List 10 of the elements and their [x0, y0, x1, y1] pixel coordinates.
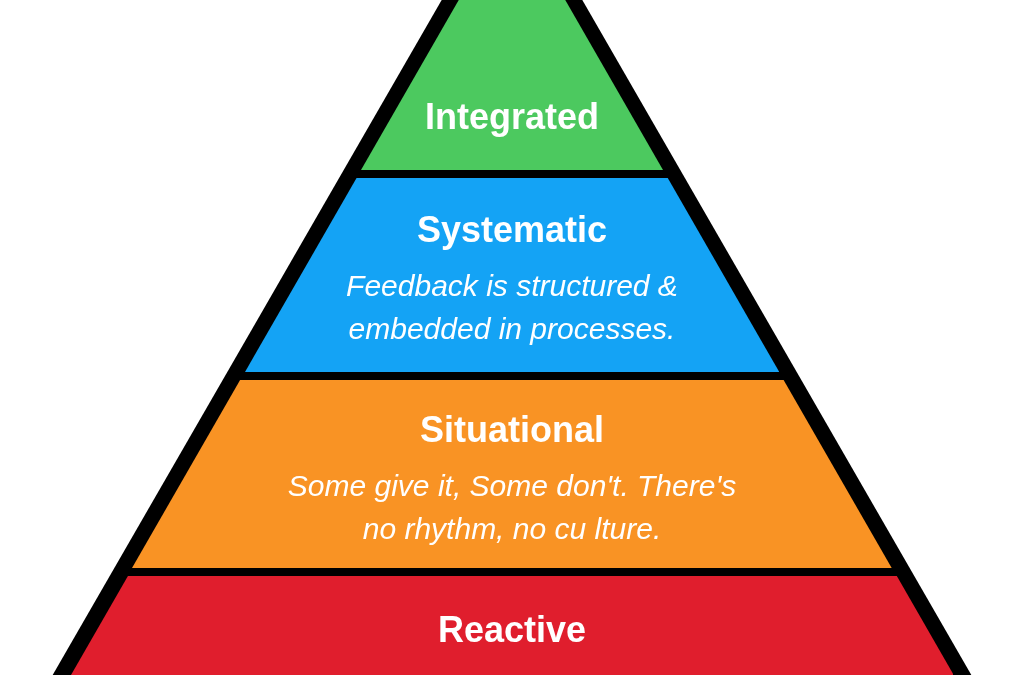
- tier-description: Feedback is structured & embedded in processes.: [345, 268, 679, 347]
- tier-title: Systematic: [416, 208, 608, 252]
- pyramid-tier: [132, 380, 892, 568]
- tier-description: Some give it, Some don't. There's no rhythm, no cu lture.: [286, 468, 738, 547]
- pyramid-tier: [244, 178, 780, 372]
- pyramid-tier: [361, 0, 663, 170]
- tier-title: Situational: [419, 408, 604, 452]
- pyramid-tier: [70, 576, 954, 675]
- tier-title: Reactive: [437, 608, 587, 652]
- tier-title: Integrated: [425, 95, 599, 139]
